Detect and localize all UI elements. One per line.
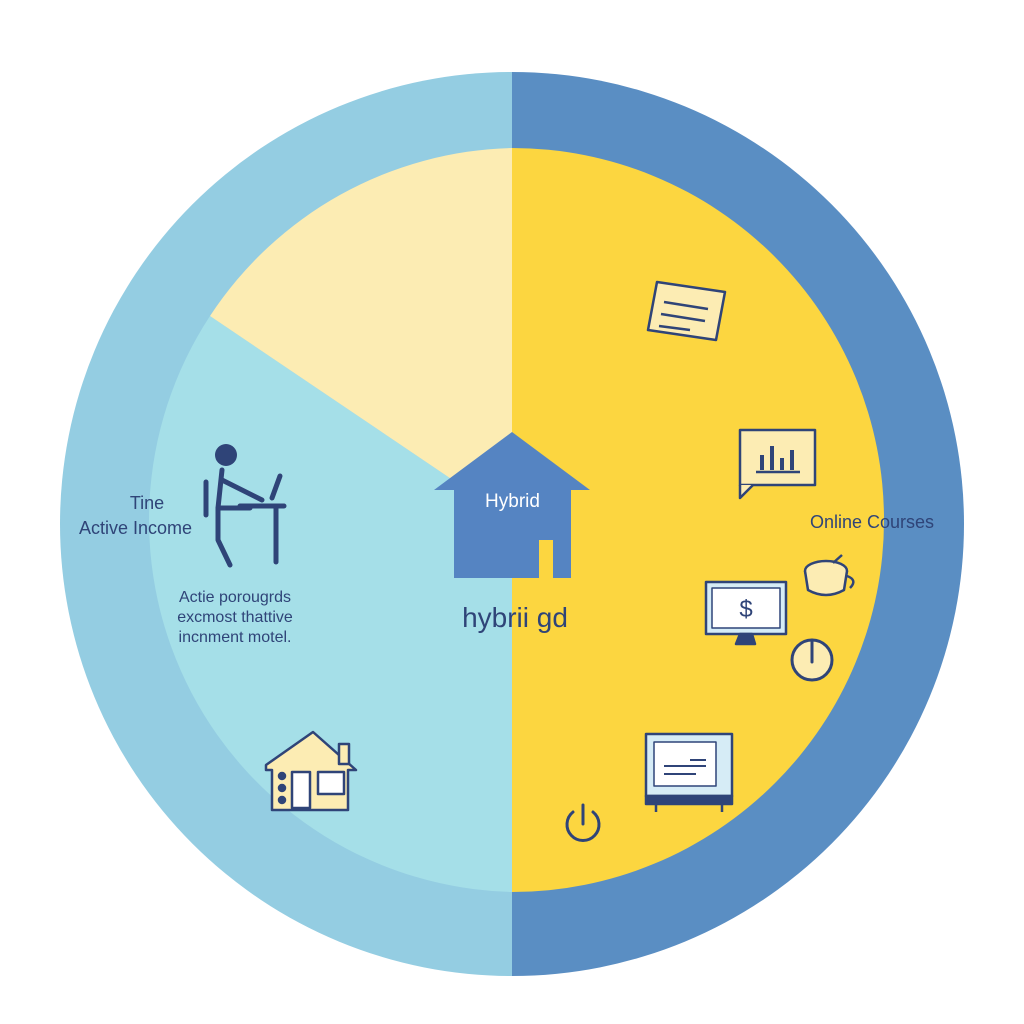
- dollar-glyph: $: [739, 596, 752, 623]
- house-label: Hybrid: [485, 491, 540, 512]
- person-at-laptop-icon: [203, 444, 287, 568]
- power-icon: [790, 638, 834, 682]
- inner-top-left-segment: [210, 148, 512, 520]
- left-segment-description: Actie porougrds excmost thattive incnmen…: [150, 588, 320, 648]
- right-label-rest: Courses: [862, 512, 935, 532]
- left-segment-title: Tine: [129, 493, 165, 513]
- document-icon: [646, 280, 727, 342]
- inner-left-segment: [149, 316, 512, 892]
- description-line: incnment motel.: [178, 629, 292, 646]
- description-line: excmost thattive: [177, 609, 293, 626]
- chart-board-icon: [738, 428, 817, 500]
- teacup-icon: [803, 554, 855, 597]
- left-segment-subtitle: Active Income: [79, 518, 193, 538]
- right-segment-label: Online Courses: [810, 512, 934, 533]
- tv-screen-icon: [644, 732, 734, 812]
- power-icon: [565, 803, 601, 842]
- inner-right-segment: [512, 148, 884, 892]
- monitor-dollar-icon: [704, 580, 788, 646]
- description-line: Actie porougrds: [178, 589, 292, 606]
- center-caption: hybrii gd: [462, 602, 568, 633]
- hybrid-house-icon: [434, 432, 590, 578]
- right-label-strong: Online: [810, 512, 863, 532]
- cottage-icon: [264, 730, 358, 812]
